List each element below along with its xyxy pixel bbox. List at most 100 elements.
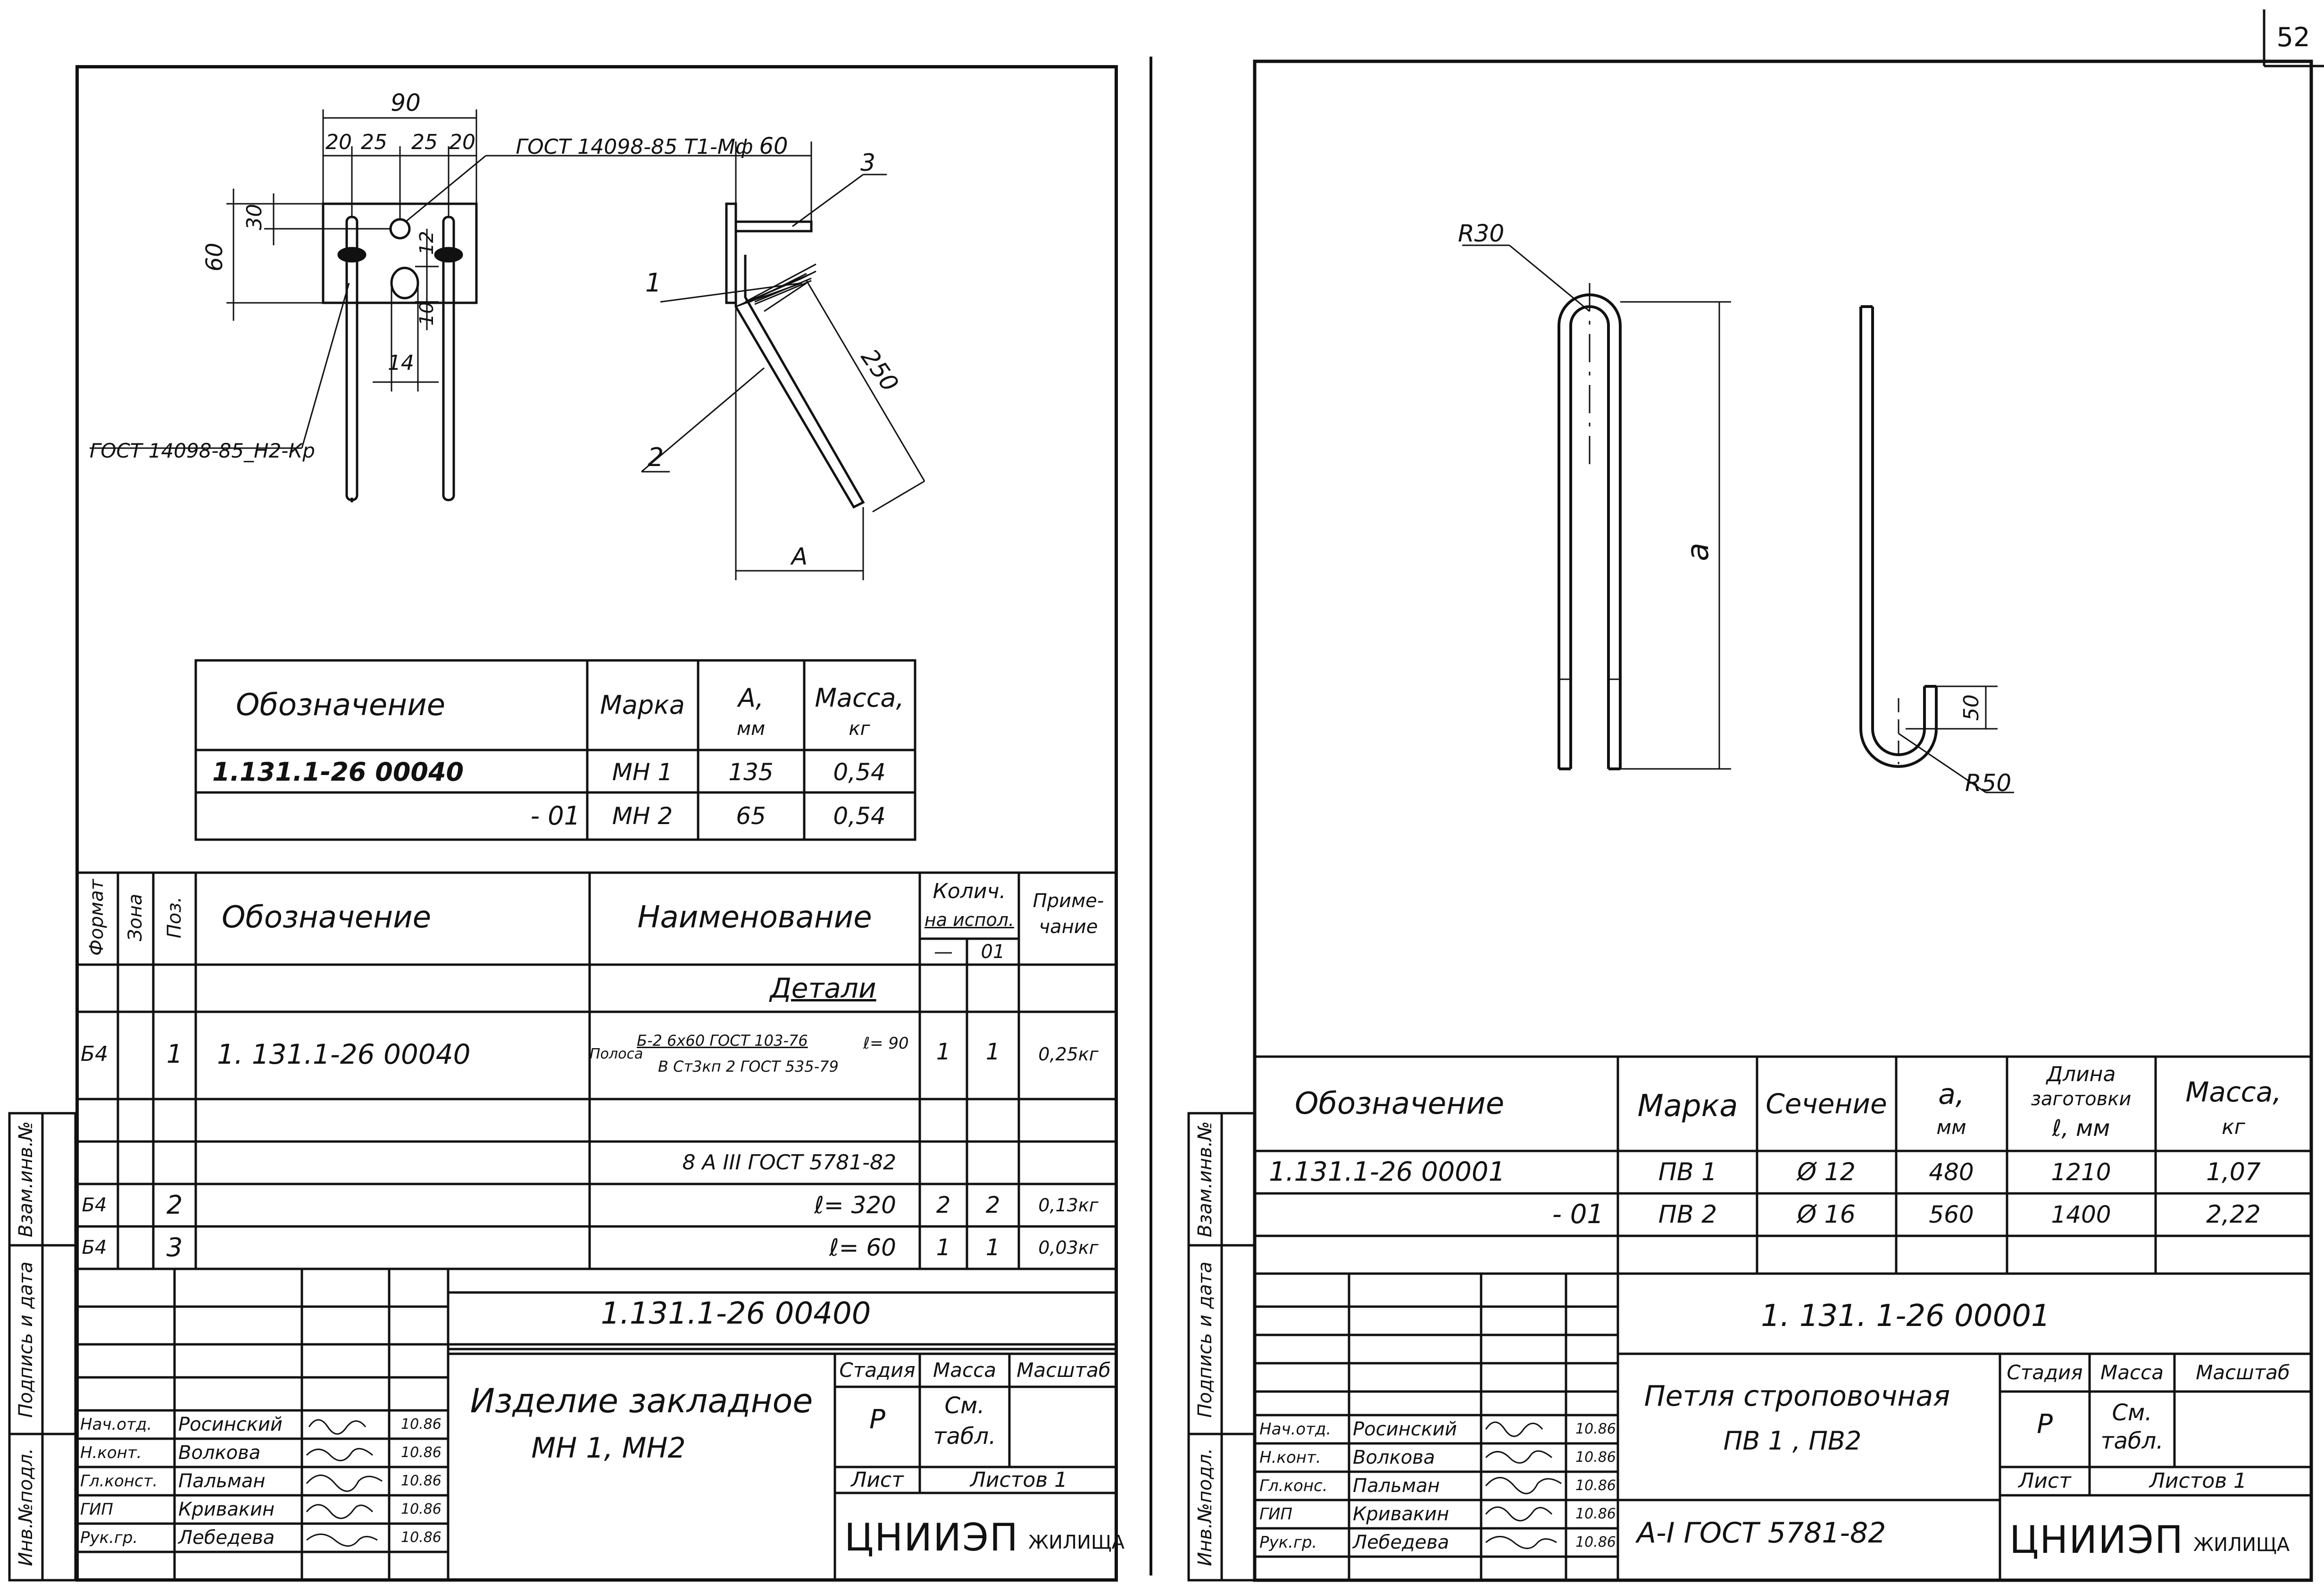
rmt-r1-section: Ø 12	[1797, 1158, 1856, 1186]
ltb-org: ЦНИИЭП	[844, 1516, 1019, 1559]
dim-50: 50	[1959, 694, 1983, 721]
rtb-sheets: Листов 1	[2149, 1469, 2247, 1493]
ltb-name-5: Лебедева	[178, 1527, 275, 1549]
dim-a-right: a	[1681, 542, 1716, 561]
gost-t1-label: ГОСТ 14098-85 Т1-Мф	[516, 135, 753, 159]
ltb-date-1: 10.86	[401, 1416, 441, 1433]
rtb-name-2: Волкова	[1353, 1447, 1435, 1468]
ltb-scale-h: Масштаб	[1016, 1359, 1111, 1382]
rtb-org: ЦНИИЭП	[2009, 1518, 2184, 1562]
spec-r3-pos: 2	[166, 1190, 183, 1220]
ltb-code: 1.131.1-26 00400	[600, 1296, 871, 1331]
spec-r1-name-a: Полоса	[590, 1046, 643, 1062]
ltb-role-1: Нач.отд.	[80, 1415, 152, 1434]
right-title-block-lines	[1255, 1274, 2311, 1580]
dim-25-a: 25	[361, 130, 387, 154]
spec-r4-note: 0,03кг	[1038, 1237, 1099, 1258]
lmt-r2-a: 65	[736, 802, 766, 830]
rmt-r2-mass: 2,22	[2206, 1200, 2261, 1229]
spec-r1-q1: 1	[936, 1039, 951, 1065]
loop-dimensions	[1462, 244, 1731, 770]
ltb-mass-h: Масса	[933, 1359, 996, 1382]
ltb-name-1: Росинский	[178, 1414, 283, 1435]
spec-r1-name-c: ℓ= 90	[863, 1034, 909, 1053]
lmt-r1-a: 135	[728, 758, 774, 786]
spec-section-details: Детали	[770, 972, 876, 1004]
rtb-sheet: Лист	[2018, 1469, 2071, 1493]
spec-r1-pos: 1	[166, 1039, 183, 1069]
rmt-h-length3: ℓ, мм	[2052, 1115, 2110, 1142]
spec-h-qty-01: 01	[981, 941, 1005, 963]
spec-r1-name-b: Б-2 6х60 ГОСТ 103-76	[637, 1032, 808, 1050]
ltb-title-2: МН 1, МН2	[531, 1432, 686, 1465]
left-side-label-3: Взам.инв.№	[15, 1121, 37, 1238]
rmt-r2-a: 560	[1929, 1201, 1974, 1228]
right-side-label-3: Взам.инв.№	[1194, 1121, 1216, 1238]
spec-h-qty: Колич.	[933, 879, 1006, 903]
rtb-scale-h: Масштаб	[2196, 1361, 2290, 1384]
rtb-title-1: Петля строповочная	[1644, 1380, 1950, 1413]
right-side-label-2: Подпись и дата	[1194, 1261, 1216, 1418]
dim-20-a: 20	[325, 130, 352, 154]
rmt-r1-a: 480	[1929, 1159, 1974, 1186]
spec-h-note2: чание	[1039, 916, 1098, 938]
rmt-r2-mark: ПВ 2	[1658, 1200, 1717, 1229]
pos-label-2: 2	[647, 442, 664, 472]
dim-12: 12	[416, 231, 438, 255]
spec-r1-designation: 1. 131.1-26 00040	[217, 1038, 471, 1070]
rmt-h-a: a,	[1938, 1078, 1965, 1111]
spec-r3-q1: 2	[936, 1192, 951, 1218]
ltb-name-3: Пальман	[178, 1470, 266, 1492]
spec-r3-q2: 2	[985, 1192, 1000, 1218]
ltb-name-2: Волкова	[178, 1442, 261, 1464]
ltb-date-2: 10.86	[401, 1444, 441, 1461]
left-side-label-2: Подпись и дата	[15, 1261, 37, 1418]
rmt-h-section: Сечение	[1766, 1088, 1887, 1120]
spec-h-qty2: на испол.	[924, 909, 1015, 930]
rtb-role-3: Гл.конс.	[1259, 1476, 1328, 1495]
rmt-h-a-unit: мм	[1936, 1116, 1966, 1139]
dim-90: 90	[391, 89, 421, 117]
spec-r1-note: 0,25кг	[1038, 1044, 1099, 1065]
ltb-date-4: 10.86	[401, 1501, 441, 1517]
rtb-name-4: Кривакин	[1353, 1503, 1449, 1525]
right-side-column-lines	[1187, 1112, 1256, 1582]
page-number-box	[2263, 9, 2324, 542]
dim-a: A	[791, 543, 808, 570]
spec-r1-q2: 1	[985, 1039, 1000, 1065]
lmt-r2-mass: 0,54	[833, 802, 886, 830]
rmt-r2-length: 1400	[2051, 1201, 2111, 1228]
dim-r50: R50	[1965, 769, 2012, 797]
ltb-name-4: Кривакин	[178, 1499, 275, 1520]
lmt-r1-mass: 0,54	[833, 758, 886, 786]
ltb-title-1: Изделие закладное	[470, 1382, 813, 1420]
spec-r3-note: 0,13кг	[1038, 1195, 1099, 1216]
rtb-role-1: Нач.отд.	[1259, 1420, 1332, 1439]
side-view	[725, 202, 865, 509]
rmt-h-mark: Марка	[1637, 1089, 1738, 1124]
ltb-role-5: Рук.гр.	[80, 1528, 138, 1547]
spec-h-qty-dash: —	[934, 941, 953, 963]
rmt-h-length: Длина	[2046, 1062, 2116, 1086]
rmt-r2-section: Ø 16	[1797, 1200, 1856, 1229]
dim-14: 14	[388, 351, 414, 375]
rtb-code: 1. 131. 1-26 00001	[1761, 1299, 2050, 1334]
rmt-r1-designation: 1.131.1-26 00001	[1269, 1157, 1506, 1187]
rmt-h-designation: Обозначение	[1295, 1086, 1505, 1121]
ltb-org2: ЖИЛИЩА	[1028, 1532, 1125, 1553]
spec-r2-name: 8 А III ГОСТ 5781-82	[682, 1150, 896, 1175]
pos-label-3: 3	[860, 149, 875, 176]
pos-label-1: 1	[645, 268, 662, 298]
spec-r4-pos: 3	[166, 1233, 183, 1262]
dim-20-b: 20	[449, 130, 475, 154]
signature-scribbles	[306, 1419, 1562, 1549]
rmt-r1-mark: ПВ 1	[1658, 1158, 1717, 1186]
rtb-title-2: ПВ 1 , ПВ2	[1723, 1426, 1862, 1456]
spec-h-note: Приме-	[1033, 890, 1104, 912]
rtb-name-5: Лебедева	[1353, 1532, 1449, 1553]
rtb-name-3: Пальман	[1353, 1475, 1440, 1497]
ltb-stage-h: Стадия	[839, 1359, 916, 1382]
left-spec-table-lines	[75, 871, 1118, 1270]
rtb-role-2: Н.конт.	[1259, 1448, 1321, 1467]
